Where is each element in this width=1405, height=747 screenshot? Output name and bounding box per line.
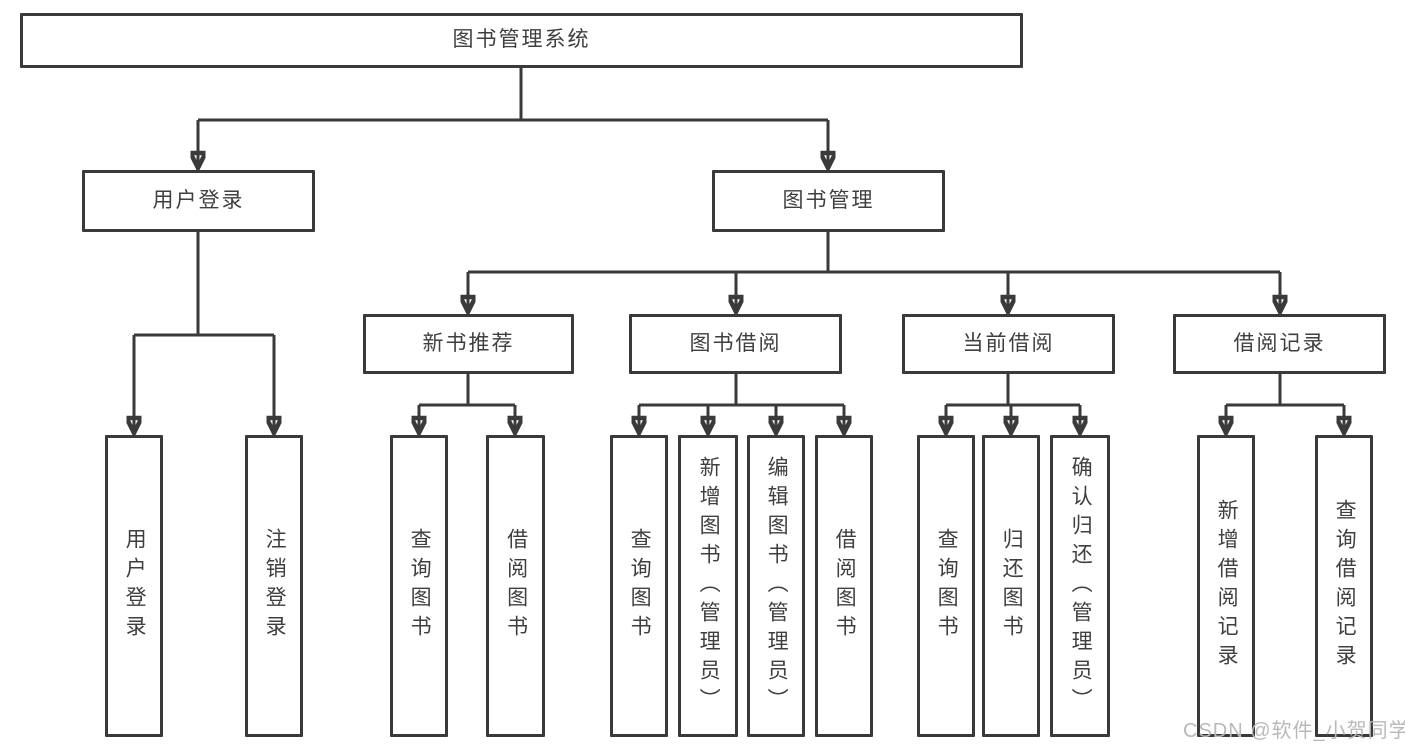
- leaf-logout: 注销登录: [245, 435, 303, 737]
- node-user-login: 用户登录: [82, 170, 315, 232]
- leaf-borrow-books-1: 借阅图书: [486, 435, 545, 737]
- connector-newbooks-bus: [419, 374, 515, 407]
- node-current-borrowing: 当前借阅: [902, 314, 1115, 374]
- watermark: CSDN @软件_小贺同学: [1183, 720, 1405, 742]
- node-new-book-recommend: 新书推荐: [363, 314, 574, 374]
- node-book-borrowing: 图书借阅: [629, 314, 842, 374]
- leaf-borrow-books-2: 借阅图书: [815, 435, 873, 737]
- node-book-management: 图书管理: [712, 170, 945, 232]
- leaf-add-borrow-record: 新增借阅记录: [1197, 435, 1255, 737]
- leaf-user-login: 用户登录: [105, 435, 163, 737]
- connector-current-bus: [946, 374, 1080, 407]
- node-borrowing-records: 借阅记录: [1173, 314, 1386, 374]
- leaf-query-books-2: 查询图书: [610, 435, 668, 737]
- leaf-query-borrow-record: 查询借阅记录: [1315, 435, 1373, 737]
- connector-bookmgmt-bus: [468, 232, 1280, 274]
- node-root: 图书管理系统: [20, 13, 1023, 68]
- leaf-query-books-3: 查询图书: [917, 435, 975, 737]
- connector-borrowing-bus: [639, 374, 844, 407]
- leaf-return-books: 归还图书: [982, 435, 1040, 737]
- leaf-edit-books-admin: 编辑图书（管理员）: [747, 435, 805, 737]
- leaf-add-books-admin: 新增图书（管理员）: [678, 435, 738, 737]
- leaf-confirm-return-admin: 确认归还（管理员）: [1050, 435, 1110, 737]
- connector-root-bus: [198, 68, 828, 122]
- leaf-query-books-1: 查询图书: [390, 435, 448, 737]
- connector-records-bus: [1226, 374, 1344, 407]
- connector-userlogin-bus: [134, 232, 274, 337]
